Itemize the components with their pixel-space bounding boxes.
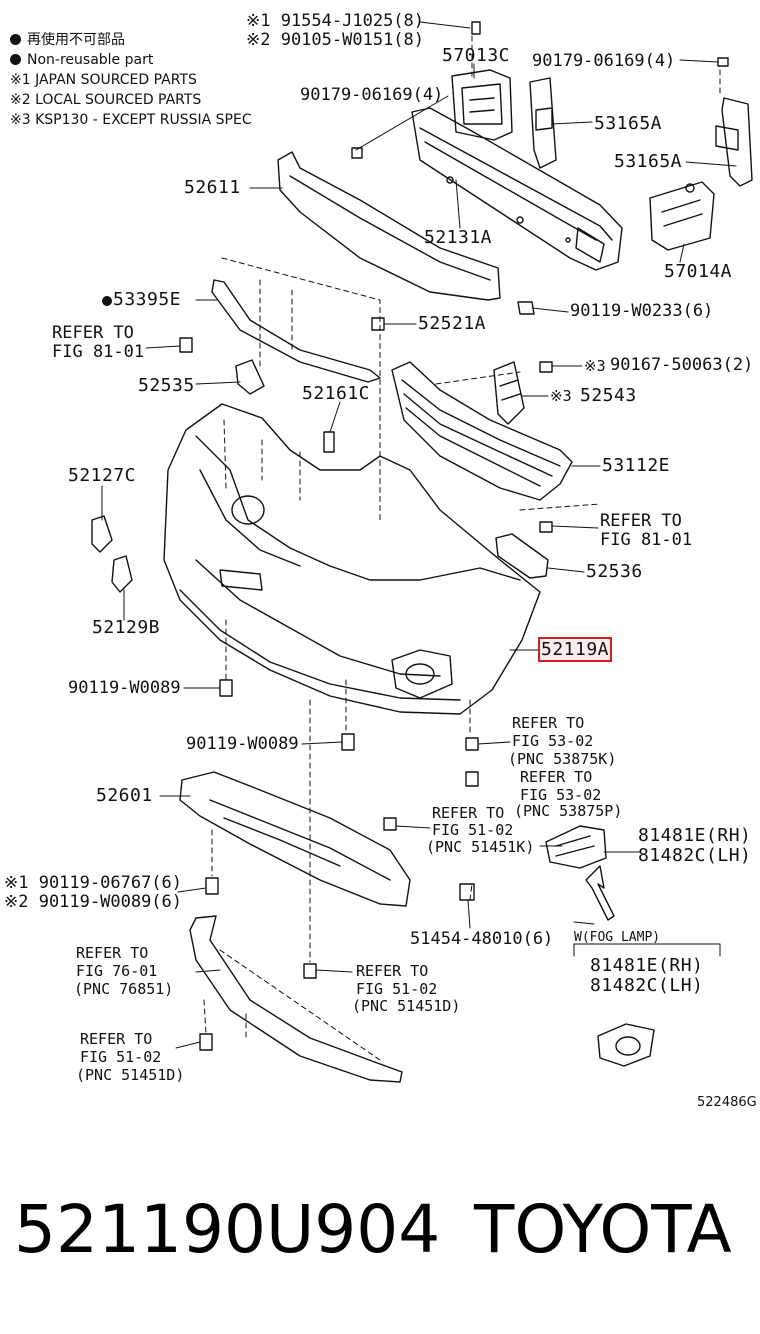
refer-76-01-line2[interactable]: FIG 76-01 <box>76 962 158 980</box>
label-52601[interactable]: 52601 <box>96 785 153 806</box>
refer-51-02-d2-line2[interactable]: FIG 51-02 <box>80 1048 162 1066</box>
label-81482C[interactable]: 81482C(LH) <box>638 845 752 866</box>
legend-note-1: ※1 JAPAN SOURCED PARTS <box>10 72 197 88</box>
label-53112E[interactable]: 53112E <box>602 455 671 476</box>
support-52601 <box>179 771 411 907</box>
lower-spoiler <box>189 915 403 1083</box>
bracket-53165A-left <box>529 77 557 169</box>
label-52521A[interactable]: 52521A <box>418 313 487 334</box>
label-81481E-b[interactable]: 81481E(RH) <box>590 955 704 976</box>
refer-53-02-p-line1[interactable]: REFER TO <box>520 768 593 786</box>
label-51454[interactable]: 51454-48010(6) <box>410 929 554 949</box>
legend-en: Non-reusable part <box>27 52 154 68</box>
refer-51-02-k-line2[interactable]: FIG 51-02 <box>432 821 514 839</box>
diagram-code: 522486G <box>697 1095 757 1110</box>
label-53165A-1[interactable]: 53165A <box>594 113 663 134</box>
refer-53-02-k-line3[interactable]: (PNC 53875K) <box>508 750 617 768</box>
label-90119-W0233[interactable]: 90119-W0233(6) <box>570 301 714 321</box>
refer-81-01-a-line2[interactable]: FIG 81-01 <box>52 342 145 362</box>
cover-52543 <box>493 361 525 425</box>
arrow-icon <box>585 865 615 921</box>
bumper-reinforcement-52131A <box>411 107 623 271</box>
fog-cover-81481E-lamp <box>597 1023 655 1067</box>
label-53395E[interactable]: 53395E <box>102 290 181 309</box>
label-52129B[interactable]: 52129B <box>92 617 161 638</box>
label-top-bolt-2[interactable]: ※2 90105-W0151(8) <box>246 30 425 50</box>
label-53165A-2[interactable]: 53165A <box>614 151 683 172</box>
label-90179-left[interactable]: 90179-06169(4) <box>300 85 444 105</box>
retainer-52536 <box>495 533 549 579</box>
label-52119A[interactable]: 52119A <box>537 637 613 662</box>
label-90119-W0089-a[interactable]: 90119-W0089 <box>68 678 181 698</box>
refer-51-02-d-line3[interactable]: (PNC 51451D) <box>352 997 461 1015</box>
legend-note-2: ※2 LOCAL SOURCED PARTS <box>10 92 202 108</box>
refer-81-01-b-line2[interactable]: FIG 81-01 <box>600 530 693 550</box>
mark-52543: ※3 <box>550 387 572 405</box>
refer-81-01-b-line1[interactable]: REFER TO <box>600 511 682 531</box>
refer-51-02-k-line1[interactable]: REFER TO <box>432 804 505 822</box>
label-57013C[interactable]: 57013C <box>442 45 511 66</box>
refer-53-02-p-line3[interactable]: (PNC 53875P) <box>514 802 623 820</box>
refer-81-01-a-line1[interactable]: REFER TO <box>52 323 134 343</box>
label-90119-W0089-6[interactable]: ※2 90119-W0089(6) <box>4 892 183 912</box>
absorber-52611 <box>277 151 501 301</box>
garnish-53395E <box>211 279 381 383</box>
highlighted-part-52119A: 52119A <box>537 637 613 662</box>
label-57014A[interactable]: 57014A <box>664 261 733 282</box>
label-52127C[interactable]: 52127C <box>68 465 137 486</box>
label-52535[interactable]: 52535 <box>138 375 195 396</box>
bracket-53165A-right <box>715 97 753 187</box>
refer-76-01-line3[interactable]: (PNC 76851) <box>74 980 174 998</box>
label-53395E-text: 53395E <box>113 289 182 310</box>
label-top-bolt-1[interactable]: ※1 91554-J1025(8) <box>246 11 425 31</box>
refer-53-02-p-line2[interactable]: FIG 53-02 <box>520 786 602 804</box>
non-reusable-icon <box>102 296 112 306</box>
legend: 再使用不可部品 Non-reusable part ※1 JAPAN SOURC… <box>10 30 252 130</box>
part-number: 521190U904 <box>14 1191 441 1268</box>
refer-51-02-d2-line3[interactable]: (PNC 51451D) <box>76 1066 185 1084</box>
label-81482C-b[interactable]: 81482C(LH) <box>590 975 704 996</box>
retainer-52535 <box>235 359 265 395</box>
refer-76-01-line1[interactable]: REFER TO <box>76 944 149 962</box>
bullet-icon <box>10 54 21 65</box>
grille-53112E <box>391 361 573 501</box>
refer-51-02-k-line3[interactable]: (PNC 51451K) <box>426 838 535 856</box>
bracket-57013C <box>451 69 513 141</box>
label-52131A[interactable]: 52131A <box>424 227 493 248</box>
bumper-cover-52119A <box>163 403 541 715</box>
label-90119-W0089-b[interactable]: 90119-W0089 <box>186 734 299 754</box>
refer-51-02-d2-line1[interactable]: REFER TO <box>80 1030 153 1048</box>
refer-53-02-k-line2[interactable]: FIG 53-02 <box>512 732 594 750</box>
legend-jp: 再使用不可部品 <box>27 32 125 48</box>
retainer-52127C <box>91 515 113 553</box>
assembly-lines <box>203 35 721 1061</box>
label-81481E[interactable]: 81481E(RH) <box>638 825 752 846</box>
bullet-icon <box>10 34 21 45</box>
label-90179-right[interactable]: 90179-06169(4) <box>532 51 676 71</box>
refer-51-02-d-line1[interactable]: REFER TO <box>356 962 429 980</box>
refer-53-02-k-line1[interactable]: REFER TO <box>512 714 585 732</box>
label-52536[interactable]: 52536 <box>586 561 643 582</box>
label-90167[interactable]: 90167-50063(2) <box>610 355 754 375</box>
label-52543[interactable]: 52543 <box>580 385 637 406</box>
retainer-52129B <box>111 555 133 593</box>
fog-lamp-label: W(FOG LAMP) <box>574 930 661 945</box>
fog-lamp-bracket <box>573 943 721 957</box>
refer-51-02-d-line2[interactable]: FIG 51-02 <box>356 980 438 998</box>
label-90119-06767[interactable]: ※1 90119-06767(6) <box>4 873 183 893</box>
fog-cover-81481E <box>545 825 607 869</box>
bracket-57014A <box>649 181 715 251</box>
mark-90167: ※3 <box>584 357 606 375</box>
bolt-icons <box>179 21 729 1051</box>
label-52611[interactable]: 52611 <box>184 177 241 198</box>
label-52161C[interactable]: 52161C <box>302 383 371 404</box>
legend-note-3: ※3 KSP130 - EXCEPT RUSSIA SPEC <box>10 112 252 128</box>
leader-lines <box>101 21 737 1049</box>
brand-name: TOYOTA <box>474 1191 732 1268</box>
